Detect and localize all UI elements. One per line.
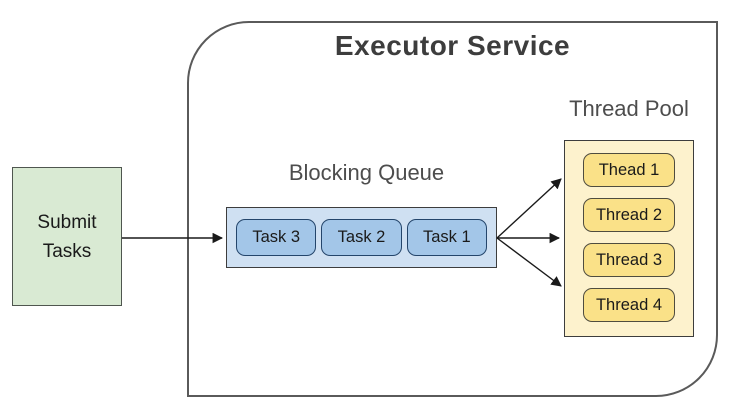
thread-pool-container: Thead 1 Thread 2 Thread 3 Thread 4 bbox=[564, 140, 694, 337]
submit-tasks-box: Submit Tasks bbox=[12, 167, 122, 306]
thread-pool-label: Thread Pool bbox=[569, 96, 689, 121]
thread-box-4: Thread 4 bbox=[583, 288, 675, 322]
blocking-queue-label: Blocking Queue bbox=[288, 160, 445, 185]
task-box-1: Task 1 bbox=[406, 219, 487, 256]
blocking-queue-container: Task 3 Task 2 Task 1 bbox=[226, 207, 497, 268]
executor-service-title: Executor Service bbox=[334, 30, 571, 61]
thread-box-3: Thread 3 bbox=[583, 243, 675, 277]
thread-box-2: Thread 2 bbox=[583, 198, 675, 232]
task-box-2: Task 2 bbox=[321, 219, 402, 256]
thread-box-1: Thead 1 bbox=[583, 153, 675, 187]
task-box-3: Task 3 bbox=[236, 219, 317, 256]
